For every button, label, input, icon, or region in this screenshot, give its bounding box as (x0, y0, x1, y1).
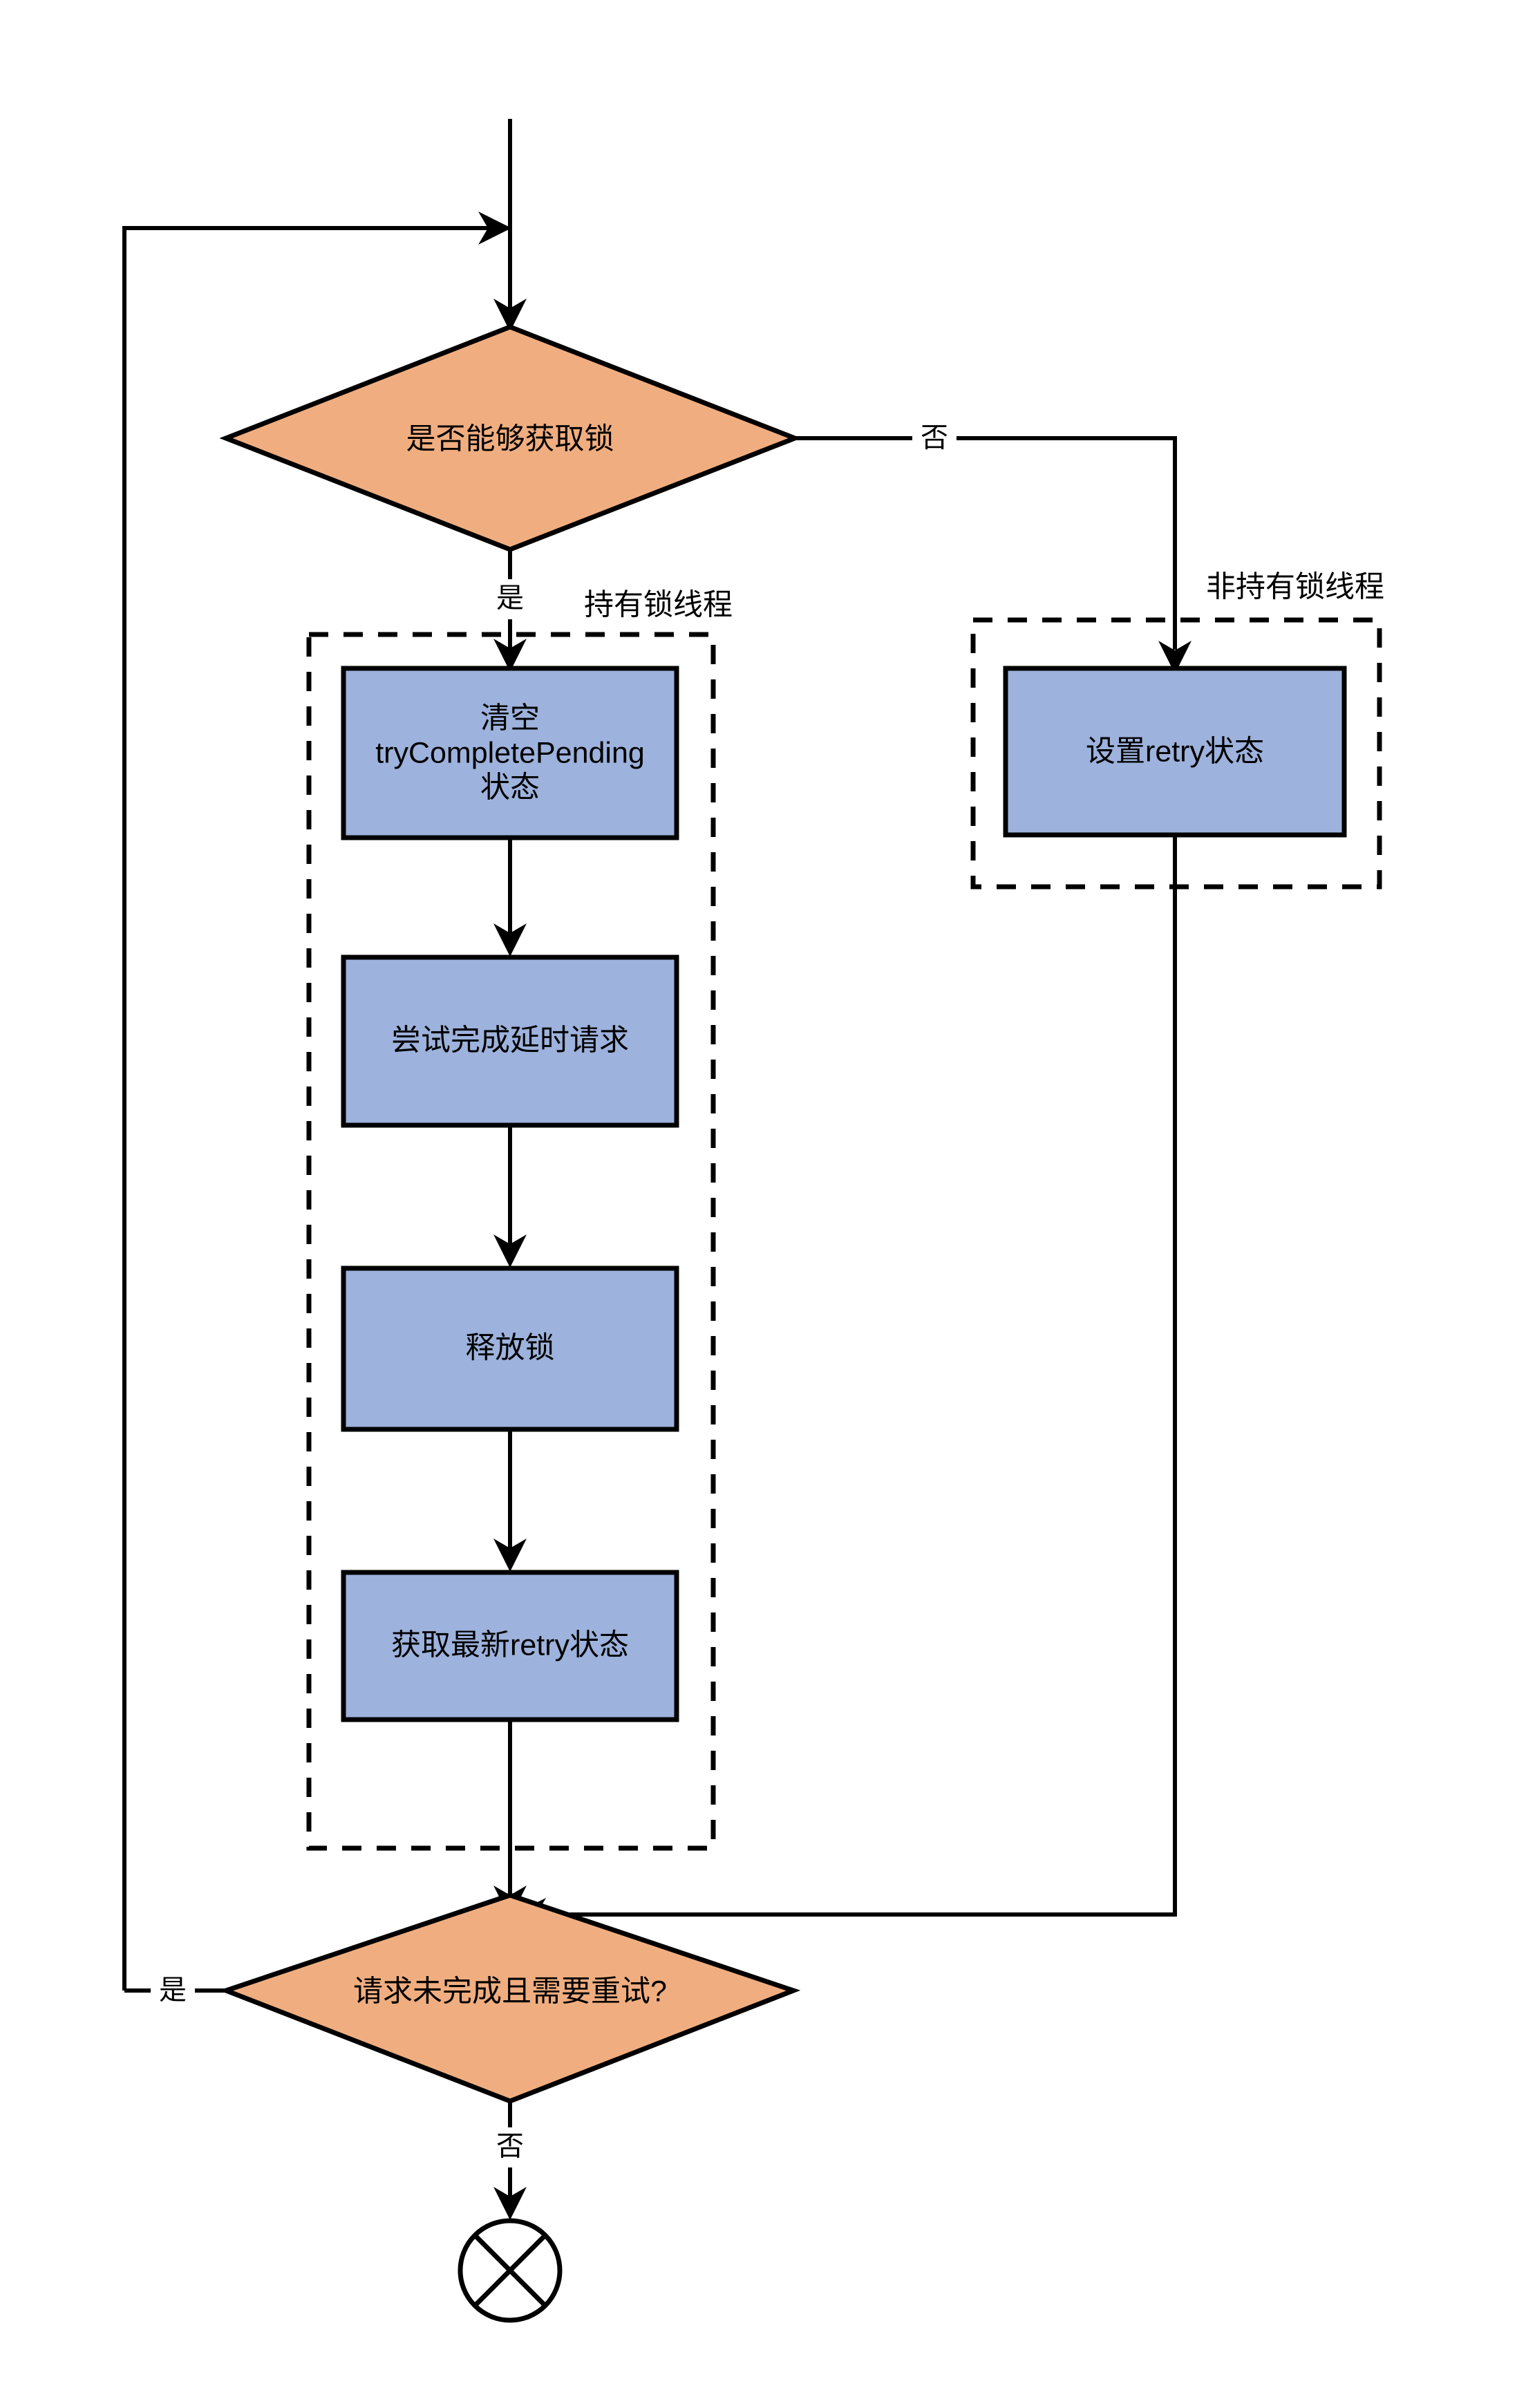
non-lock-holder-group-label: 非持有锁线程 (1206, 570, 1384, 603)
edge-label-retry-yes: 是 (159, 1975, 187, 2006)
end-terminator[interactable] (458, 2218, 563, 2323)
process-try-complete-delayed-request[interactable]: 尝试完成延时请求 (341, 954, 679, 1128)
edge-release-to-getretry (493, 1429, 527, 1572)
circle-x-icon (458, 2218, 563, 2323)
process-clear-line1: 清空 (480, 702, 540, 735)
process-get-latest-retry-state-label: 获取最新retry状态 (391, 1628, 629, 1662)
edge-entry (493, 119, 527, 332)
edge-label-retry-no: 否 (496, 2132, 524, 2162)
non-lock-holder-group-box (970, 617, 1382, 890)
decision-need-retry[interactable]: 请求未完成且需要重试? (218, 1892, 801, 2104)
process-set-retry-state[interactable]: 设置retry状态 (1003, 666, 1347, 838)
edge-label-acquire-yes: 是 (496, 583, 524, 614)
process-release-lock-label: 释放锁 (466, 1331, 555, 1364)
lock-holder-group-label: 持有锁线程 (584, 588, 733, 621)
decision-acquire-lock[interactable]: 是否能够获取锁 (219, 324, 802, 552)
edge-label-retry-yes-wrap: 是 (151, 1971, 195, 2011)
process-try-complete-delayed-request-label: 尝试完成延时请求 (391, 1024, 629, 1057)
edge-label-acquire-no-wrap: 否 (912, 419, 957, 459)
edge-retry-loop (122, 211, 511, 1991)
process-clear-line3: 状态 (480, 771, 540, 804)
edge-getretry-to-decision (493, 1720, 527, 1919)
decision-acquire-lock-label: 是否能够获取锁 (406, 422, 614, 455)
edge-label-acquire-no: 否 (921, 423, 948, 453)
process-get-latest-retry-state[interactable]: 获取最新retry状态 (341, 1570, 679, 1722)
edge-clear-to-try (493, 838, 527, 957)
edge-acquire-no (795, 436, 1191, 674)
process-clear-try-complete-pending[interactable]: 清空 tryCompletePending 状态 (341, 666, 679, 840)
edge-label-acquire-yes-wrap: 是 (488, 579, 532, 619)
edge-label-retry-no-wrap: 否 (488, 2127, 532, 2167)
process-set-retry-state-label: 设置retry状态 (1086, 735, 1264, 768)
decision-need-retry-label: 请求未完成且需要重试? (353, 1975, 667, 2008)
process-release-lock[interactable]: 释放锁 (341, 1266, 679, 1432)
lock-holder-group-box (306, 632, 716, 1851)
edge-try-to-release (493, 1125, 527, 1268)
process-clear-line2: tryCompletePending (375, 736, 645, 769)
